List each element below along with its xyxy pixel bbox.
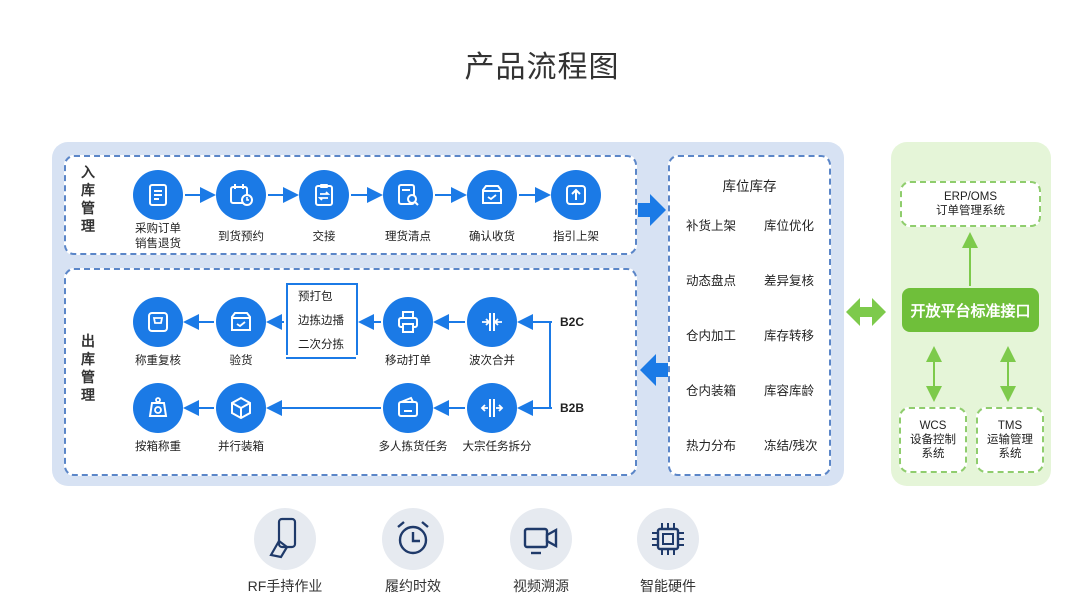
inventory-title: 库位库存	[722, 179, 777, 194]
inventory-item: 差异复核	[764, 274, 815, 288]
b2b-label: B2B	[560, 401, 585, 415]
feature-label: 视频溯源	[513, 578, 569, 594]
inventory-item: 冻结/残次	[764, 439, 818, 453]
box-check-icon	[216, 297, 266, 347]
split-icon	[467, 383, 517, 433]
step-caption: 移动打单	[385, 355, 431, 367]
bracket-left	[286, 283, 292, 355]
step-caption: 称重复核	[135, 355, 181, 367]
feature-label: RF手持作业	[247, 578, 323, 594]
step-caption: 验货	[229, 355, 253, 367]
inventory-item: 库容库龄	[764, 384, 815, 398]
step-caption: 理货清点	[385, 231, 431, 243]
b2c-label: B2C	[560, 315, 585, 329]
tms-label: TMS 运输管理 系统	[987, 420, 1033, 460]
wcs-box: WCS 设备控制 系统	[899, 407, 967, 473]
step-caption: 并行装箱	[218, 441, 264, 453]
feature-label: 智能硬件	[640, 578, 696, 594]
chip-icon	[637, 508, 699, 570]
inventory-item: 库存转移	[764, 329, 815, 343]
weighing-box-icon	[133, 383, 183, 433]
inventory-item: 库位优化	[764, 219, 815, 233]
erp-oms-label: ERP/OMS 订单管理系统	[936, 191, 1005, 217]
tms-box: TMS 运输管理 系统	[976, 407, 1044, 473]
step-caption: 多人拣货任务	[378, 441, 448, 453]
outbound-label: 出 库 管 理	[81, 333, 95, 403]
erp-oms-box: ERP/OMS 订单管理系统	[900, 181, 1041, 227]
page-title: 产品流程图	[464, 51, 620, 84]
upload-icon	[551, 170, 601, 220]
step-caption: 波次合并	[469, 355, 515, 367]
step-caption: 确认收货	[469, 231, 515, 243]
phone-hand-icon	[254, 508, 316, 570]
cube-icon	[216, 383, 266, 433]
step-caption: 采购订单 销售退货	[135, 223, 181, 250]
printer-icon	[383, 297, 433, 347]
step-caption: 按箱称重	[135, 441, 181, 453]
inventory-item: 动态盘点	[686, 274, 737, 288]
inventory-item: 热力分布	[686, 439, 737, 453]
wallet-icon	[383, 383, 433, 433]
step-caption: 指引上架	[553, 231, 599, 243]
pack-options-list: 预打包 边拣边播 二次分拣	[298, 291, 344, 351]
search-document-icon	[383, 170, 433, 220]
step-caption: 交接	[312, 231, 336, 243]
video-camera-icon	[510, 508, 572, 570]
inventory-item: 补货上架	[686, 219, 737, 233]
document-icon	[133, 170, 183, 220]
scale-icon	[133, 297, 183, 347]
wcs-label: WCS 设备控制 系统	[910, 420, 956, 460]
inventory-item: 仓内装箱	[686, 384, 737, 398]
inventory-item: 仓内加工	[686, 329, 737, 343]
bracket-right	[352, 283, 358, 355]
inbound-label: 入 库 管 理	[81, 164, 95, 234]
step-caption: 到货预约	[218, 231, 264, 243]
open-platform-interface: 开放平台标准接口	[902, 288, 1039, 332]
merge-icon	[467, 297, 517, 347]
pack-options-bracket	[286, 283, 356, 359]
box-check-icon	[467, 170, 517, 220]
calendar-clock-icon	[216, 170, 266, 220]
feature-label: 履约时效	[385, 578, 441, 594]
inventory-section	[668, 155, 831, 476]
alarm-clock-icon	[382, 508, 444, 570]
step-caption: 大宗任务拆分	[462, 441, 532, 453]
clipboard-exchange-icon	[299, 170, 349, 220]
